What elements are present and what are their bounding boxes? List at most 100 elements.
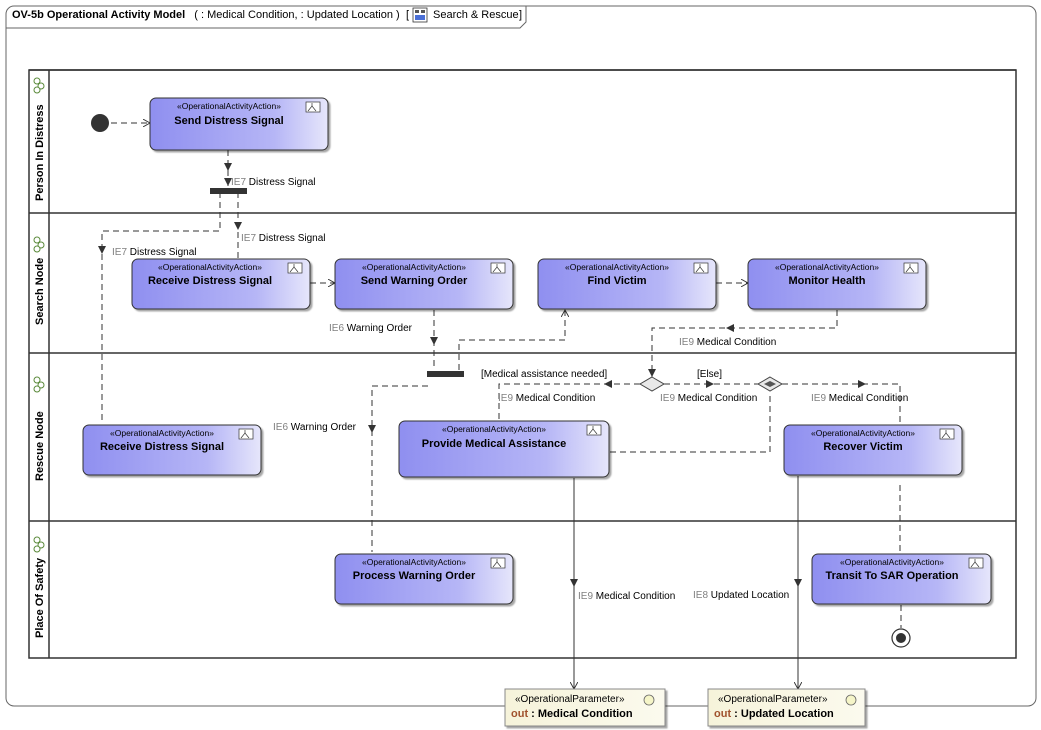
flow-fork-to-rescue-receive[interactable] bbox=[101, 192, 221, 423]
action-send-warning-order[interactable]: «OperationalActivityAction» Send Warning… bbox=[334, 258, 514, 310]
flow-label: IE9 Medical Condition bbox=[811, 393, 908, 404]
svg-text:«OperationalActivityAction»: «OperationalActivityAction» bbox=[811, 428, 915, 438]
svg-text:[: [ bbox=[406, 9, 409, 21]
action-recover-victim[interactable]: «OperationalActivityAction» Recover Vict… bbox=[783, 424, 963, 476]
join-bar[interactable] bbox=[427, 371, 464, 377]
action-transit-to-sar-operation[interactable]: «OperationalActivityAction» Transit To S… bbox=[811, 553, 992, 605]
svg-text:«OperationalParameter»: «OperationalParameter» bbox=[515, 694, 625, 705]
frame-diagram-ref: Search & Rescue bbox=[433, 9, 519, 21]
svg-text:«OperationalParameter»: «OperationalParameter» bbox=[718, 694, 828, 705]
flow-label: IE7 Distress Signal bbox=[112, 247, 197, 258]
lane-icon bbox=[33, 536, 45, 553]
flow-label: IE7 Distress Signal bbox=[241, 233, 326, 244]
parameter-status-icon bbox=[643, 694, 655, 706]
pin-triangle-icon bbox=[98, 246, 106, 254]
guards: [Medical assistance needed] [Else] bbox=[481, 369, 722, 380]
pin-triangle-icon bbox=[234, 222, 242, 230]
parameter-medical-condition[interactable]: «OperationalParameter» out : Medical Con… bbox=[504, 688, 666, 727]
lane-icon bbox=[33, 236, 45, 253]
flow-label: IE7 Distress Signal bbox=[231, 177, 316, 188]
svg-text:Provide Medical Assistance: Provide Medical Assistance bbox=[422, 438, 567, 450]
svg-text:out : Medical Condition: out : Medical Condition bbox=[511, 708, 633, 720]
rake-icon bbox=[939, 428, 955, 440]
flow-join-to-find[interactable] bbox=[458, 310, 565, 370]
svg-text:«OperationalActivityAction»: «OperationalActivityAction» bbox=[362, 262, 466, 272]
pin-triangle-icon bbox=[648, 369, 656, 377]
flow-label: IE9 Medical Condition bbox=[679, 337, 776, 348]
action-process-warning-order[interactable]: «OperationalActivityAction» Process Warn… bbox=[334, 553, 514, 605]
svg-text:]: ] bbox=[519, 9, 522, 21]
pin-triangle-icon bbox=[794, 579, 802, 587]
flow-edges bbox=[101, 123, 902, 628]
rake-icon bbox=[968, 557, 984, 569]
initial-node[interactable] bbox=[91, 114, 109, 132]
lane-search-node[interactable]: Search Node bbox=[33, 236, 46, 325]
svg-text:Find Victim: Find Victim bbox=[587, 275, 646, 287]
pin-triangle-icon bbox=[858, 380, 866, 388]
pin-triangle-icon bbox=[224, 163, 232, 171]
svg-text:Recover Victim: Recover Victim bbox=[823, 441, 903, 453]
svg-text:Process Warning Order: Process Warning Order bbox=[353, 570, 476, 582]
decision-node[interactable] bbox=[639, 376, 665, 392]
lane-icon bbox=[33, 77, 45, 94]
action-receive-distress-signal-search[interactable]: «OperationalActivityAction» Receive Dist… bbox=[131, 258, 311, 310]
svg-text:Monitor Health: Monitor Health bbox=[789, 275, 866, 287]
pin-triangle-icon bbox=[368, 425, 376, 433]
frame-diagram-reference[interactable]: [ Search & Rescue ] bbox=[406, 7, 522, 23]
control-nodes bbox=[91, 114, 911, 648]
action-provide-medical-assistance[interactable]: «OperationalActivityAction» Provide Medi… bbox=[398, 420, 610, 478]
svg-text:Transit To SAR Operation: Transit To SAR Operation bbox=[825, 570, 958, 582]
rake-icon bbox=[693, 262, 709, 274]
frame-params: ( : Medical Condition, : Updated Locatio… bbox=[194, 9, 399, 21]
svg-text:«OperationalActivityAction»: «OperationalActivityAction» bbox=[565, 262, 669, 272]
svg-text:«OperationalActivityAction»: «OperationalActivityAction» bbox=[775, 262, 879, 272]
svg-text:«OperationalActivityAction»: «OperationalActivityAction» bbox=[158, 262, 262, 272]
flow-provide-to-merge[interactable] bbox=[610, 393, 771, 453]
rake-icon bbox=[586, 424, 602, 436]
svg-text:Receive Distress Signal: Receive Distress Signal bbox=[100, 441, 224, 453]
lane-place-of-safety[interactable]: Place Of Safety bbox=[33, 536, 46, 638]
diagram-frame: OV-5b Operational Activity Model ( : Med… bbox=[5, 5, 1037, 707]
flow-label: IE8 Updated Location bbox=[693, 590, 789, 601]
activity-parameters: «OperationalParameter» out : Medical Con… bbox=[504, 688, 866, 727]
rake-icon bbox=[238, 428, 254, 440]
pin-triangle-icon bbox=[726, 324, 734, 332]
svg-text:«OperationalActivityAction»: «OperationalActivityAction» bbox=[110, 428, 214, 438]
svg-text:Receive Distress Signal: Receive Distress Signal bbox=[148, 275, 272, 287]
flow-join-to-process[interactable] bbox=[371, 385, 428, 552]
flow-label: IE6 Warning Order bbox=[329, 323, 413, 334]
svg-text:«OperationalActivityAction»: «OperationalActivityAction» bbox=[442, 424, 546, 434]
lane-icon bbox=[33, 376, 45, 393]
flow-label: IE6 Warning Order bbox=[273, 422, 357, 433]
flow-merge-to-recover[interactable] bbox=[782, 383, 901, 424]
pin-triangle-icon bbox=[570, 579, 578, 587]
flow-decision-to-provide[interactable] bbox=[498, 383, 640, 421]
lane-rescue-node[interactable]: Rescue Node bbox=[33, 376, 46, 481]
activity-final-node[interactable] bbox=[891, 628, 911, 648]
pin-triangle-icon bbox=[224, 178, 232, 186]
pin-triangle-icon bbox=[604, 380, 612, 388]
flow-monitor-to-decision[interactable] bbox=[651, 310, 838, 378]
svg-text:Send Warning Order: Send Warning Order bbox=[361, 275, 468, 287]
rake-icon bbox=[490, 262, 506, 274]
lane-label: Person In Distress bbox=[34, 104, 46, 201]
parameter-updated-location[interactable]: «OperationalParameter» out : Updated Loc… bbox=[707, 688, 866, 727]
fork-bar[interactable] bbox=[210, 188, 247, 194]
frame-kind: OV-5b bbox=[12, 9, 44, 21]
diagram-icon bbox=[412, 7, 428, 23]
parameter-status-icon bbox=[845, 694, 857, 706]
action-monitor-health[interactable]: «OperationalActivityAction» Monitor Heal… bbox=[747, 258, 927, 310]
action-find-victim[interactable]: «OperationalActivityAction» Find Victim bbox=[537, 258, 717, 310]
flow-pins bbox=[98, 163, 866, 587]
svg-text:«OperationalActivityAction»: «OperationalActivityAction» bbox=[177, 101, 281, 111]
action-send-distress-signal[interactable]: «OperationalActivityAction» Send Distres… bbox=[149, 97, 329, 151]
pin-triangle-icon bbox=[430, 337, 438, 345]
flow-label: IE9 Medical Condition bbox=[578, 591, 675, 602]
action-receive-distress-signal-rescue[interactable]: «OperationalActivityAction» Receive Dist… bbox=[82, 424, 262, 476]
svg-text:Send Distress Signal: Send Distress Signal bbox=[174, 115, 283, 127]
guard-medical-assistance-needed: [Medical assistance needed] bbox=[481, 369, 607, 380]
lane-person-in-distress[interactable]: Person In Distress bbox=[33, 77, 46, 201]
flow-labels: IE7 Distress Signal IE7 Distress Signal … bbox=[112, 177, 908, 602]
rake-icon bbox=[287, 262, 303, 274]
